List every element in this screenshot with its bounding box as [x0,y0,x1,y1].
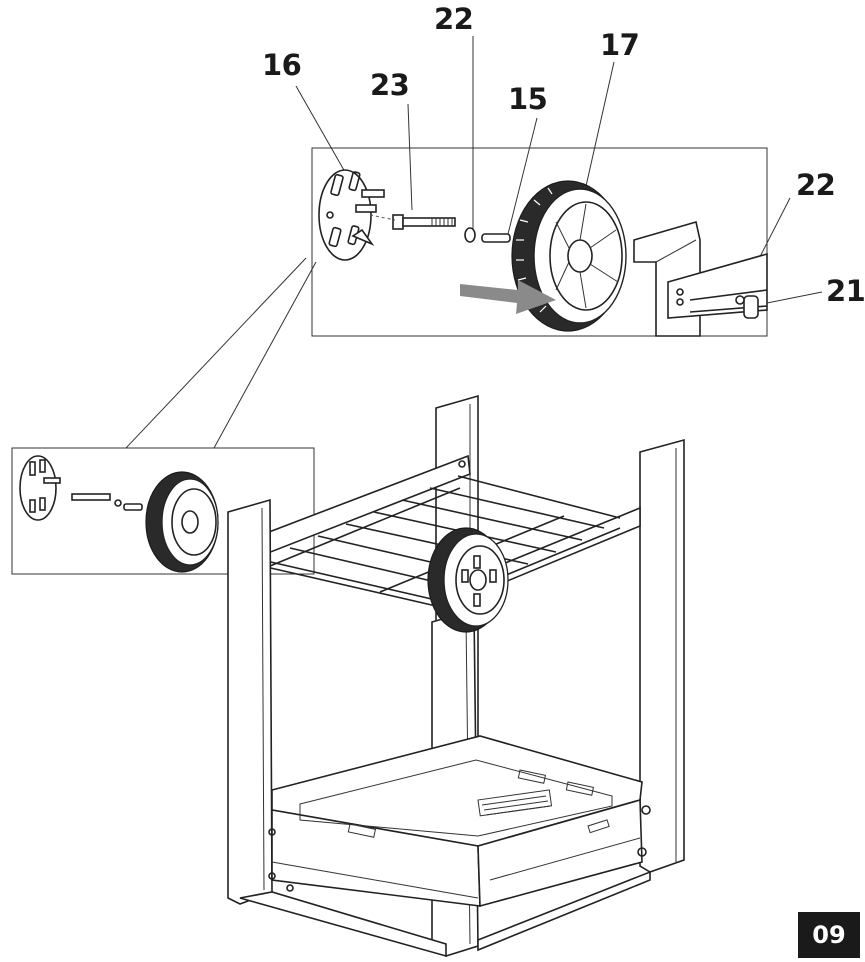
callout-17: 17 [600,28,640,62]
hubcap-part-16 [318,169,385,261]
small-inset-box [11,447,315,575]
axle-bolt-part-23 [369,214,456,230]
callout-23: 23 [370,68,410,102]
cart-frame [227,394,685,958]
callout-15: 15 [508,82,548,116]
callout-21: 21 [826,274,865,308]
callout-22-right: 22 [796,168,836,202]
spacer-part-15 [481,233,511,243]
callout-16: 16 [262,48,302,82]
small-wheel [145,471,219,573]
page-number-badge: 09 [798,912,860,958]
small-spacer [123,503,143,511]
washer-part-22 [464,227,476,243]
zoom-leader-lines [125,257,317,449]
cart-wheel [427,527,509,633]
base-tray [268,735,651,908]
small-hubcap [19,455,61,521]
small-washer [114,499,122,507]
leader-lines [295,36,823,307]
small-axle-bolt [71,493,111,501]
assembly-direction-arrow [460,280,556,314]
detail-frame-leg [633,220,768,337]
callout-22-top: 22 [434,2,474,36]
